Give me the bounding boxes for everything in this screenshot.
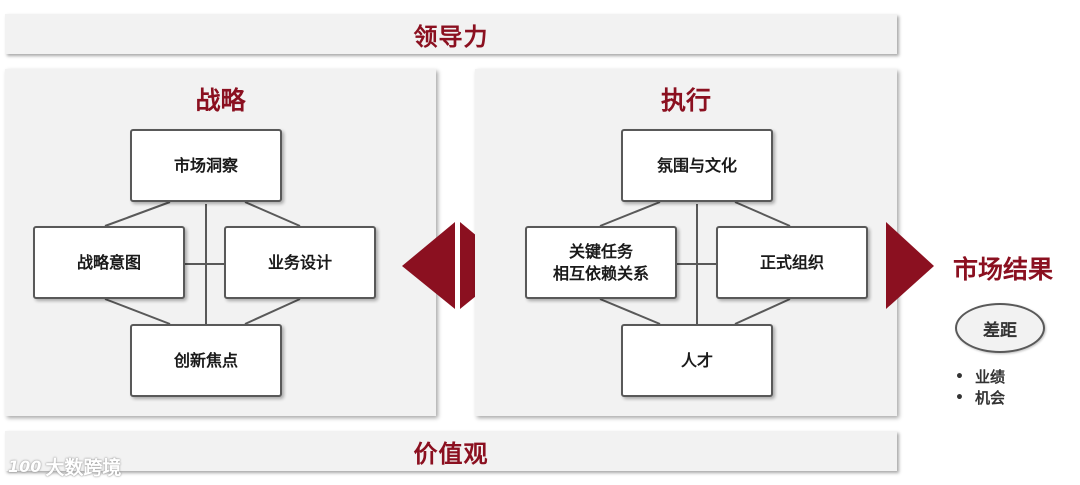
result-bullet-list: • 业绩 • 机会: [955, 366, 1005, 408]
interdependencies-label: 相互依赖关系: [552, 263, 649, 283]
watermark: 100 大数跨境: [8, 453, 121, 480]
innovation-focus-box: 创新焦点: [130, 324, 282, 397]
strategy-panel: 战略 市场洞察 战略意图 业务设计 创新焦点: [5, 69, 436, 416]
values-bar: 价值观: [5, 431, 897, 471]
gap-ellipse: 差距: [955, 303, 1045, 353]
execution-connectors: [599, 201, 791, 325]
talent-box: 人才: [621, 324, 773, 397]
leadership-label: 领导力: [413, 22, 489, 51]
business-design-box: 业务设计: [224, 226, 376, 299]
bullet-icon: •: [955, 389, 964, 406]
formal-organization-box: 正式组织: [716, 226, 868, 299]
strategic-intent-box: 战略意图: [33, 226, 185, 299]
market-insight-box: 市场洞察: [130, 129, 282, 202]
business-design-label: 业务设计: [267, 252, 332, 272]
talent-label: 人才: [680, 350, 713, 370]
key-tasks-box: 关键任务 相互依赖关系: [525, 226, 677, 299]
strategic-intent-label: 战略意图: [76, 252, 141, 272]
gap-label: 差距: [983, 320, 1017, 341]
execution-title: 执行: [660, 86, 711, 115]
watermark-text: 大数跨境: [45, 457, 122, 479]
bullet-icon: •: [955, 368, 964, 385]
leadership-bar: 领导力: [5, 14, 897, 54]
climate-culture-box: 氛围与文化: [621, 129, 773, 202]
innovation-focus-label: 创新焦点: [173, 350, 238, 370]
watermark-logo: 100: [8, 457, 42, 476]
strategy-title: 战略: [195, 86, 246, 115]
bullet-item: • 业绩: [955, 366, 1005, 387]
values-label: 价值观: [413, 439, 489, 468]
opportunity-label: 机会: [975, 389, 1006, 407]
left-arrow-icon: [402, 222, 455, 309]
market-insight-label: 市场洞察: [173, 155, 238, 175]
key-tasks-label: 关键任务: [568, 241, 633, 261]
execution-panel: 执行 氛围与文化 关键任务 相互依赖关系 正式组织 人才: [475, 69, 897, 416]
climate-culture-label: 氛围与文化: [656, 155, 737, 175]
market-result-title: 市场结果: [952, 255, 1053, 284]
strategy-connectors: [104, 201, 301, 325]
bullet-item: • 机会: [955, 387, 1005, 408]
result-arrow-icon: [886, 222, 934, 309]
performance-label: 业绩: [975, 368, 1006, 386]
formal-organization-label: 正式组织: [759, 252, 824, 272]
